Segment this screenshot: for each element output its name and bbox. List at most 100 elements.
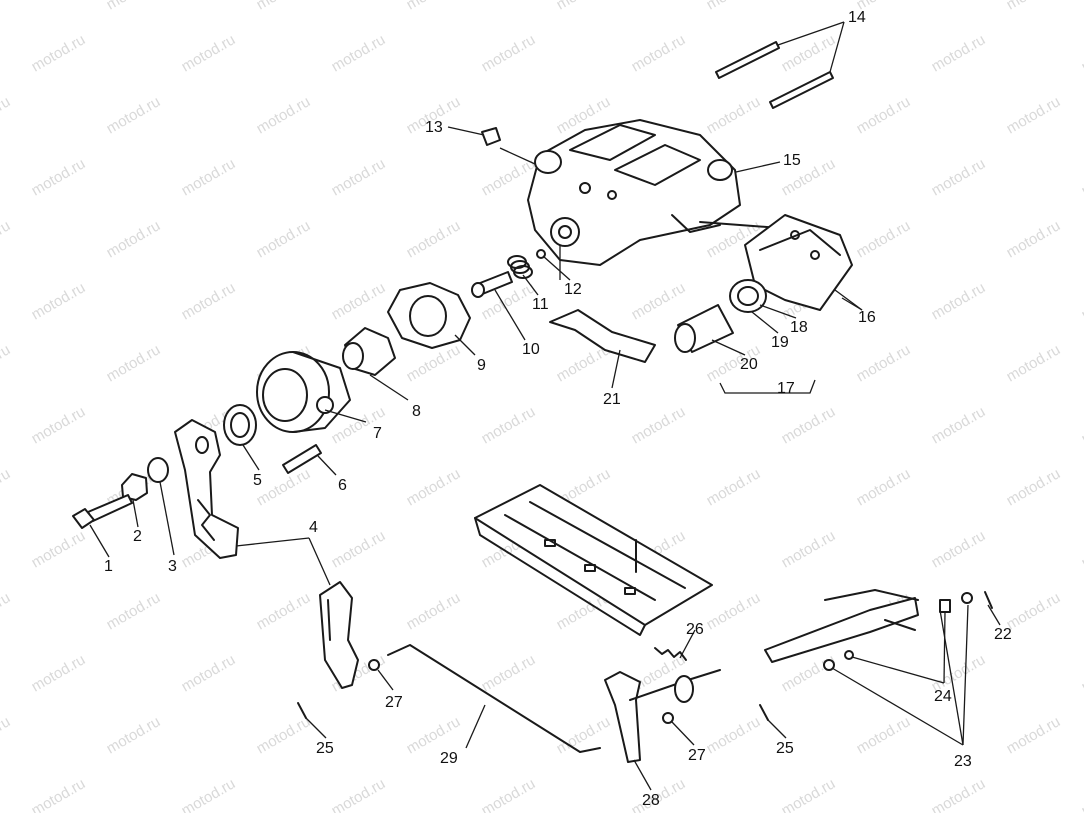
watermark-text: motod.ru bbox=[779, 527, 839, 571]
part-lever-arm bbox=[174, 419, 239, 559]
callout-2: 2 bbox=[133, 528, 142, 545]
callout-25-right: 25 bbox=[776, 740, 794, 757]
callout-5: 5 bbox=[253, 472, 262, 489]
watermark-text: motod.ru bbox=[329, 279, 389, 323]
watermark-text: motod.ru bbox=[479, 403, 539, 447]
part-seal-ring bbox=[223, 404, 257, 446]
watermark-text: motod.ru bbox=[29, 775, 89, 813]
callout-16: 16 bbox=[858, 309, 876, 326]
watermark-text: motod.ru bbox=[179, 31, 239, 75]
watermark-text: motod.ru bbox=[1004, 93, 1064, 137]
callout-17: 17 bbox=[777, 380, 795, 397]
watermark-text: motod.ru bbox=[404, 465, 464, 509]
watermark-text: motod.ru bbox=[779, 775, 839, 813]
watermark-text: motod.ru bbox=[329, 31, 389, 75]
callout-20: 20 bbox=[740, 356, 758, 373]
callout-13: 13 bbox=[425, 119, 443, 136]
part-bushing-ring bbox=[729, 279, 767, 313]
watermark-text: motod.ru bbox=[1004, 713, 1064, 757]
watermark-text: motod.ru bbox=[0, 465, 13, 509]
callout-1: 1 bbox=[104, 558, 113, 575]
callout-19: 19 bbox=[771, 334, 789, 351]
callout-26: 26 bbox=[686, 621, 704, 638]
part-bolt-1 bbox=[72, 494, 133, 529]
watermark-text: motod.ru bbox=[29, 651, 89, 695]
part-pins bbox=[715, 41, 834, 109]
watermark-text: motod.ru bbox=[29, 155, 89, 199]
watermark-text: motod.ru bbox=[779, 403, 839, 447]
watermark-text: motod.ru bbox=[329, 155, 389, 199]
callout-labels: 1 2 3 4 5 6 7 8 9 10 11 12 13 14 15 16 1… bbox=[104, 9, 1012, 809]
callout-3: 3 bbox=[168, 558, 177, 575]
callout-7: 7 bbox=[373, 425, 382, 442]
watermark-text: motod.ru bbox=[329, 527, 389, 571]
part-bleeder-screw bbox=[481, 127, 501, 146]
watermark-text: motod.ru bbox=[1004, 341, 1064, 385]
watermark-text: motod.ru bbox=[254, 0, 314, 13]
watermark-text: motod.ru bbox=[929, 775, 989, 813]
watermark-text: motod.ru bbox=[0, 713, 13, 757]
callout-27-left: 27 bbox=[385, 694, 403, 711]
watermark-text: motod.ru bbox=[104, 93, 164, 137]
watermark-text: motod.ru bbox=[1079, 775, 1084, 813]
watermark-text: motod.ru bbox=[254, 713, 314, 757]
part-nut-washer bbox=[121, 457, 169, 501]
watermark-text: motod.ru bbox=[29, 279, 89, 323]
watermark-text: motod.ru bbox=[1004, 589, 1064, 633]
part-small-hardware bbox=[297, 591, 993, 724]
watermark-text: motod.ru bbox=[1079, 651, 1084, 695]
watermark-text: motod.ru bbox=[479, 775, 539, 813]
part-clip bbox=[549, 309, 656, 363]
watermark-text: motod.ru bbox=[854, 217, 914, 261]
watermark-text: motod.ru bbox=[1004, 465, 1064, 509]
part-linkage-tab bbox=[319, 581, 359, 689]
watermark-text: motod.ru bbox=[929, 279, 989, 323]
watermark-text: motod.ru bbox=[1079, 31, 1084, 75]
watermark-text: motod.ru bbox=[1079, 279, 1084, 323]
callout-21: 21 bbox=[603, 391, 621, 408]
watermark-text: motod.ru bbox=[104, 217, 164, 261]
part-cam bbox=[342, 327, 396, 376]
watermark-text: motod.ru bbox=[404, 217, 464, 261]
watermark-text: motod.ru bbox=[104, 589, 164, 633]
watermark-text: motod.ru bbox=[29, 403, 89, 447]
part-bolt-6 bbox=[282, 444, 322, 474]
watermark-text: motod.ru bbox=[0, 0, 13, 13]
callout-11: 11 bbox=[532, 296, 549, 313]
part-brake-rod bbox=[387, 644, 601, 753]
watermark-text: motod.ru bbox=[1079, 403, 1084, 447]
watermark-text: motod.ru bbox=[254, 589, 314, 633]
watermark-text: motod.ru bbox=[929, 527, 989, 571]
watermark-text: motod.ru bbox=[29, 31, 89, 75]
watermark-text: motod.ru bbox=[179, 651, 239, 695]
watermark-text: motod.ru bbox=[254, 93, 314, 137]
watermark-text: motod.ru bbox=[704, 465, 764, 509]
watermark-text: motod.ru bbox=[629, 403, 689, 447]
watermark-text: motod.ru bbox=[929, 155, 989, 199]
watermark-text: motod.ru bbox=[554, 0, 614, 13]
watermark-text: motod.ru bbox=[0, 589, 13, 633]
part-running-board bbox=[474, 484, 713, 636]
watermark-text: motod.ru bbox=[854, 465, 914, 509]
watermark-text: motod.ru bbox=[854, 713, 914, 757]
watermark-text: motod.ru bbox=[629, 279, 689, 323]
callout-25-left: 25 bbox=[316, 740, 334, 757]
watermark-text: motod.ru bbox=[1079, 155, 1084, 199]
callout-15: 15 bbox=[783, 152, 801, 169]
callout-27-right: 27 bbox=[688, 747, 706, 764]
watermark-text: motod.ru bbox=[479, 651, 539, 695]
watermark-text: motod.ru bbox=[704, 0, 764, 13]
part-spring bbox=[507, 249, 546, 279]
watermark-text: motod.ru bbox=[404, 589, 464, 633]
parts-drawing bbox=[72, 41, 993, 763]
watermark-text: motod.ru bbox=[0, 93, 13, 137]
part-drum bbox=[256, 351, 351, 433]
watermark-text: motod.ru bbox=[104, 713, 164, 757]
watermark-text: motod.ru bbox=[1079, 527, 1084, 571]
watermark-text: motod.ru bbox=[704, 713, 764, 757]
watermark-text: motod.ru bbox=[104, 0, 164, 13]
watermark-text: motod.ru bbox=[854, 93, 914, 137]
callout-29: 29 bbox=[440, 750, 458, 767]
watermark-text: motod.ru bbox=[779, 31, 839, 75]
